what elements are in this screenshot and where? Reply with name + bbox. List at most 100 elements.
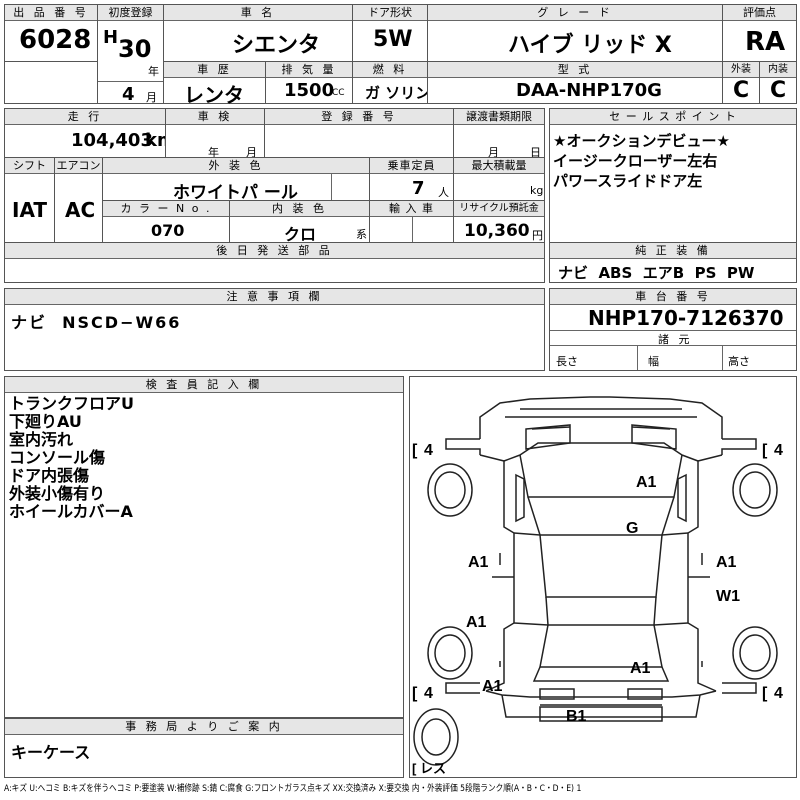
- first-reg-month: 4: [122, 84, 135, 105]
- plate-label: 登 録 番 号: [265, 109, 453, 125]
- capacity-cell: 乗車定員 7 人: [369, 157, 454, 201]
- interior-color-label: 内 装 色: [230, 201, 369, 217]
- color-no-cell: カ ラ ー N o . 070: [102, 200, 230, 243]
- score-label: 評価点: [723, 5, 796, 21]
- history: レンタ: [184, 83, 244, 107]
- tire-rear-right: 4: [774, 685, 783, 702]
- inspector-note: 外装小傷有り: [9, 484, 106, 503]
- grade: ハイブ リッド X: [508, 33, 672, 58]
- inspector-note: トランクフロアU: [9, 394, 134, 413]
- model-cell: 型 式 DAA-NHP170G: [427, 61, 723, 104]
- first-reg-month-unit: 月: [146, 91, 157, 104]
- tire-front-left-label: [: [412, 442, 418, 459]
- model-code: DAA-NHP170G: [516, 80, 662, 101]
- dimension-width: 幅: [648, 355, 659, 368]
- first-reg-label: 初度登録: [98, 5, 163, 21]
- office-notes: キーケース: [11, 743, 91, 762]
- sales-point-line: イージークローザー左右: [553, 152, 718, 170]
- exterior-score-label: 外装: [723, 62, 759, 78]
- max-load-cell: 最大積載量 kg: [453, 157, 545, 201]
- tire-rear-left: 4: [424, 685, 433, 702]
- grade-cell: グ レ ー ド ハイブ リッド X: [427, 4, 723, 62]
- interior-color-cell: 内 装 色 クロ 系: [229, 200, 370, 244]
- lot-number: 6028: [19, 25, 92, 55]
- damage-mark: A1: [466, 614, 487, 631]
- lot-number-cell: 出 品 番 号 6028: [4, 4, 98, 62]
- equipment-cell: 純 正 装 備 ナビ ABS エアB PS PW: [549, 242, 797, 283]
- chassis-cell: 車 台 番 号 NHP170-7126370 諸 元 長さ 幅 高さ: [549, 288, 797, 371]
- inspection-year-unit: 年: [208, 146, 219, 159]
- mileage-cell: 走 行 104,403 km: [4, 108, 176, 158]
- transfer-month-unit: 月: [488, 146, 499, 159]
- chassis-number: NHP170-7126370: [588, 306, 784, 330]
- transfer-deadline-cell: 譲渡書類期限 月 日: [453, 108, 545, 159]
- damage-mark: A1: [468, 554, 489, 571]
- notes-cell: 注 意 事 項 欄 ナビ NSCD−W66: [4, 288, 545, 371]
- inspector-note: ドア内張傷: [9, 466, 90, 485]
- inspector-note: 下廻りAU: [9, 412, 82, 431]
- inspector-notes-cell: 検 査 員 記 入 欄 トランクフロアU 下廻りAU 室内汚れ コンソール傷 ド…: [4, 376, 404, 718]
- legend: A:キズ U:ヘコミ B:キズを伴うヘコミ P:要塗装 W:補修跡 S:錆 C:…: [4, 782, 797, 796]
- car-diagram-drawing: [ 4 [ 4 [ 4 [ 4 [ レス A1 G A1 A1 W1 A1 A1…: [412, 396, 783, 776]
- inspection-cell: 車 検 年 月: [165, 108, 265, 159]
- spare-bracket: [: [412, 761, 417, 776]
- dimension-length: 長さ: [556, 355, 578, 368]
- inspector-notes-label: 検 査 員 記 入 欄: [5, 377, 403, 393]
- interior-score-label: 内装: [760, 62, 796, 78]
- history-cell: 車 歴 レンタ: [163, 61, 266, 107]
- tire-front-right-label: [: [762, 442, 768, 459]
- lot-blank-cell: [4, 61, 98, 104]
- inspector-note: 室内汚れ: [9, 430, 74, 449]
- fuel-label: 燃 料: [353, 62, 427, 78]
- mileage-label: 走 行: [5, 109, 165, 125]
- fuel: ガ ソリン: [365, 84, 431, 102]
- equipment: ナビ ABS エアB PS PW: [558, 264, 755, 282]
- shift-cell: シフト IAT: [4, 157, 55, 243]
- displacement-unit: CC: [332, 88, 345, 98]
- plate-cell: 登 録 番 号: [264, 108, 454, 158]
- aircon-cell: エアコン AC: [54, 157, 103, 243]
- history-label: 車 歴: [164, 62, 265, 78]
- inspection-month-unit: 月: [246, 146, 257, 159]
- displacement-label: 排 気 量: [266, 62, 352, 78]
- first-reg-year-unit: 年: [148, 65, 159, 78]
- shift-label: シフト: [5, 158, 54, 174]
- max-load-unit: kg: [530, 184, 544, 197]
- damage-mark: A1: [630, 660, 651, 677]
- spare-tire: レス: [420, 761, 446, 776]
- recycle-unit: 円: [532, 229, 543, 242]
- notes: ナビ NSCD−W66: [11, 313, 182, 332]
- max-load-label: 最大積載量: [454, 158, 544, 174]
- damage-mark: B1: [566, 708, 587, 725]
- car-name: シエンタ: [232, 33, 321, 58]
- grade-label: グ レ ー ド: [428, 5, 722, 21]
- exterior-score: C: [733, 78, 750, 103]
- later-parts-cell: 後 日 発 送 部 品: [4, 242, 545, 283]
- office-notes-cell: 事 務 局 よ り ご 案 内 キーケース: [4, 718, 404, 778]
- tire-front-right: 4: [774, 442, 783, 459]
- transfer-day-unit: 日: [530, 146, 541, 159]
- equipment-label: 純 正 装 備: [550, 243, 796, 259]
- door-type: 5W: [373, 27, 413, 52]
- interior-score: C: [770, 78, 787, 103]
- sales-point-line: ★オークションデビュー★: [553, 132, 730, 150]
- color-no: 070: [151, 221, 185, 240]
- office-notes-label: 事 務 局 よ り ご 案 内: [5, 719, 403, 735]
- overall-score: RA: [745, 27, 786, 57]
- chassis-label: 車 台 番 号: [550, 289, 796, 305]
- notes-label: 注 意 事 項 欄: [5, 289, 544, 305]
- sales-point-label: セ ー ル ス ポ イ ン ト: [550, 109, 796, 125]
- import-cell: 輸 入 車: [369, 200, 454, 243]
- capacity-label: 乗車定員: [370, 158, 453, 174]
- aircon: AC: [65, 198, 96, 222]
- capacity-unit: 人: [438, 186, 449, 199]
- door-cell: ドア形状 5W: [352, 4, 428, 62]
- damage-mark: A1: [482, 678, 503, 695]
- fuel-cell: 燃 料 ガ ソリン: [352, 61, 431, 104]
- displacement: 1500: [284, 80, 335, 101]
- later-parts-label: 後 日 発 送 部 品: [5, 243, 544, 259]
- mileage: 104,403: [71, 130, 153, 151]
- tire-front-left: 4: [424, 442, 433, 459]
- sales-point-line: パワースライドドア左: [553, 172, 703, 190]
- first-reg-year: 30: [118, 35, 152, 63]
